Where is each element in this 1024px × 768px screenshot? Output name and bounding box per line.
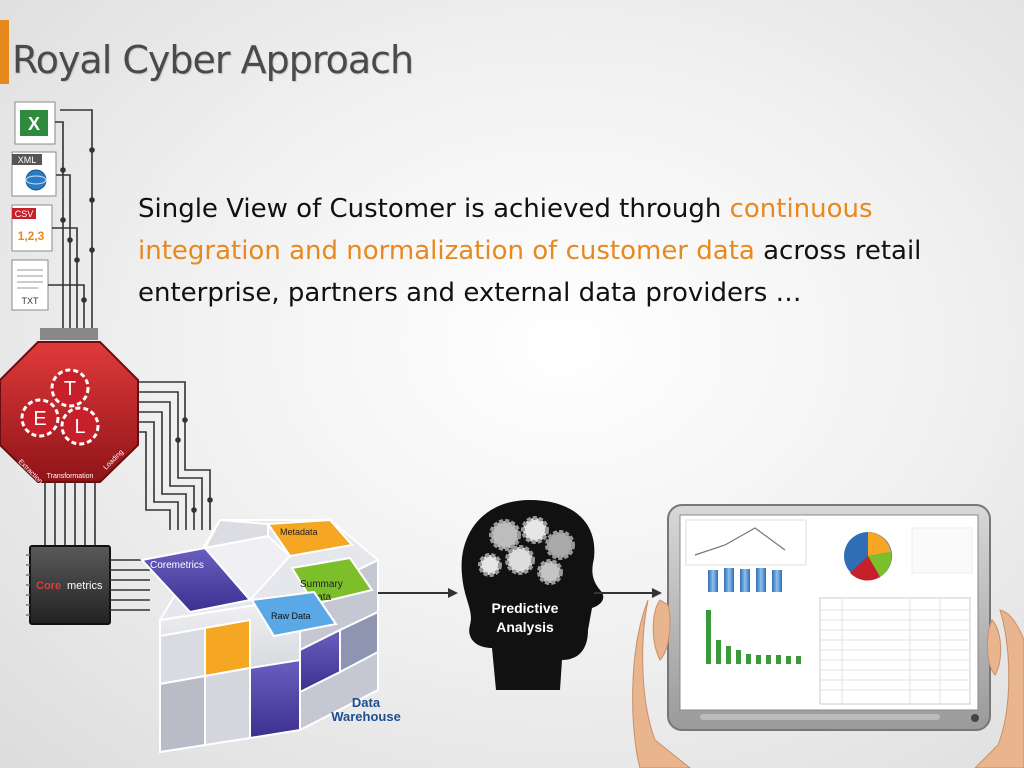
excel-file-icon: X xyxy=(14,101,56,145)
etl-letter-e: E xyxy=(33,408,46,430)
coremetrics-chip: Core metrics xyxy=(26,545,111,625)
etl-transformation-label: Transformation xyxy=(47,473,94,480)
etl-bottom-wires xyxy=(44,482,96,548)
txt-label: TXT xyxy=(22,296,40,306)
etl-output-wires xyxy=(138,381,213,530)
tablet-camera-icon xyxy=(971,714,979,722)
body-text-part-2: across retail enterprise, partners and e… xyxy=(138,236,922,308)
data-warehouse-cube: Coremetrics Metadata Summary Data Raw Da… xyxy=(140,518,380,754)
arrow-to-dashboard xyxy=(594,588,662,598)
xml-file-icon: XML xyxy=(11,151,57,197)
arrow-to-analysis xyxy=(378,588,458,598)
dashboard-line-chart xyxy=(685,519,807,566)
csv-file-icon: CSV 1,2,3 xyxy=(11,204,53,252)
predictive-label: Predictive xyxy=(492,600,559,616)
txt-file-icon: TXT xyxy=(11,259,49,311)
cube-summary-label-1: Summary xyxy=(300,579,343,590)
xml-label: XML xyxy=(18,155,37,165)
hands-icon xyxy=(632,599,1024,768)
coremetrics-chip-metrics: metrics xyxy=(67,580,103,592)
data-warehouse-label-1: Data xyxy=(352,695,381,710)
gear-icon-l xyxy=(60,406,100,446)
etl-letter-t: T xyxy=(64,378,76,400)
csv-label: CSV xyxy=(15,209,34,219)
etl-letter-l: L xyxy=(74,416,85,438)
etl-octagon: T E L Extraction Transformation Loading xyxy=(0,341,139,485)
cube-metadata-label: Metadata xyxy=(280,527,318,537)
cube-summary-label-2: Data xyxy=(310,592,332,603)
tablet-dashboard xyxy=(667,504,991,731)
cube-coremetrics-label: Coremetrics xyxy=(150,560,204,571)
gears-icon xyxy=(478,516,575,585)
slide-title: Royal Cyber Approach xyxy=(12,38,414,82)
coremetrics-chip-core: Core xyxy=(36,580,61,592)
tablet-speaker-grille xyxy=(700,714,940,720)
predictive-analysis-head: Predictive Analysis xyxy=(461,500,604,690)
title-accent-bar xyxy=(0,20,9,84)
slide-body-text: Single View of Customer is achieved thro… xyxy=(138,188,988,314)
cube-raw-data-label: Raw Data xyxy=(271,611,311,621)
etl-top-pins xyxy=(40,328,98,340)
dashboard-cylinder-chart xyxy=(708,568,782,592)
svg-text:X: X xyxy=(28,114,40,134)
coremetrics-wires xyxy=(110,559,150,611)
body-text-part-1: Single View of Customer is achieved thro… xyxy=(138,194,730,224)
dashboard-pie-chart xyxy=(844,527,973,581)
gear-icon-t xyxy=(50,368,90,408)
analysis-label: Analysis xyxy=(496,619,554,635)
source-wires xyxy=(48,109,95,330)
dashboard-table xyxy=(819,597,971,705)
gear-icon-e xyxy=(20,398,60,438)
body-text-highlight: continuous integration and normalization… xyxy=(138,194,873,266)
data-warehouse-label-2: Warehouse xyxy=(331,709,401,724)
csv-values: 1,2,3 xyxy=(18,229,45,243)
dashboard-bar-chart xyxy=(706,610,801,664)
